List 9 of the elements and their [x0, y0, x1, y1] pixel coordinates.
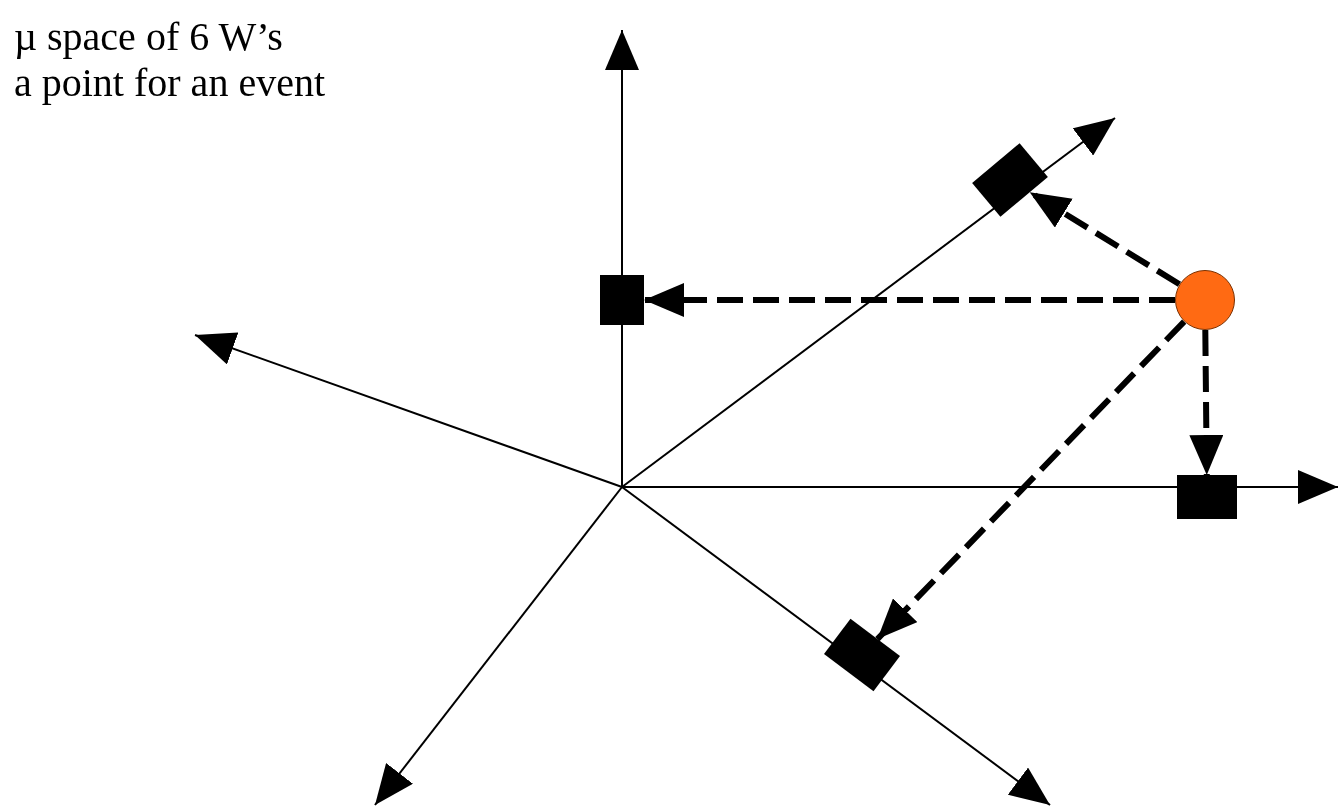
- dashed-arrow: [1028, 189, 1182, 287]
- note-text: a point for an event: [14, 60, 325, 106]
- projection-square: [600, 275, 644, 325]
- projection-square: [1177, 475, 1237, 519]
- event-point: [1175, 270, 1235, 330]
- dashed-arrow: [1189, 329, 1224, 476]
- note-text: µ space of 6 W’s: [14, 14, 284, 60]
- dashed-arrow: [644, 283, 1175, 317]
- dashed-arrow: [875, 319, 1187, 642]
